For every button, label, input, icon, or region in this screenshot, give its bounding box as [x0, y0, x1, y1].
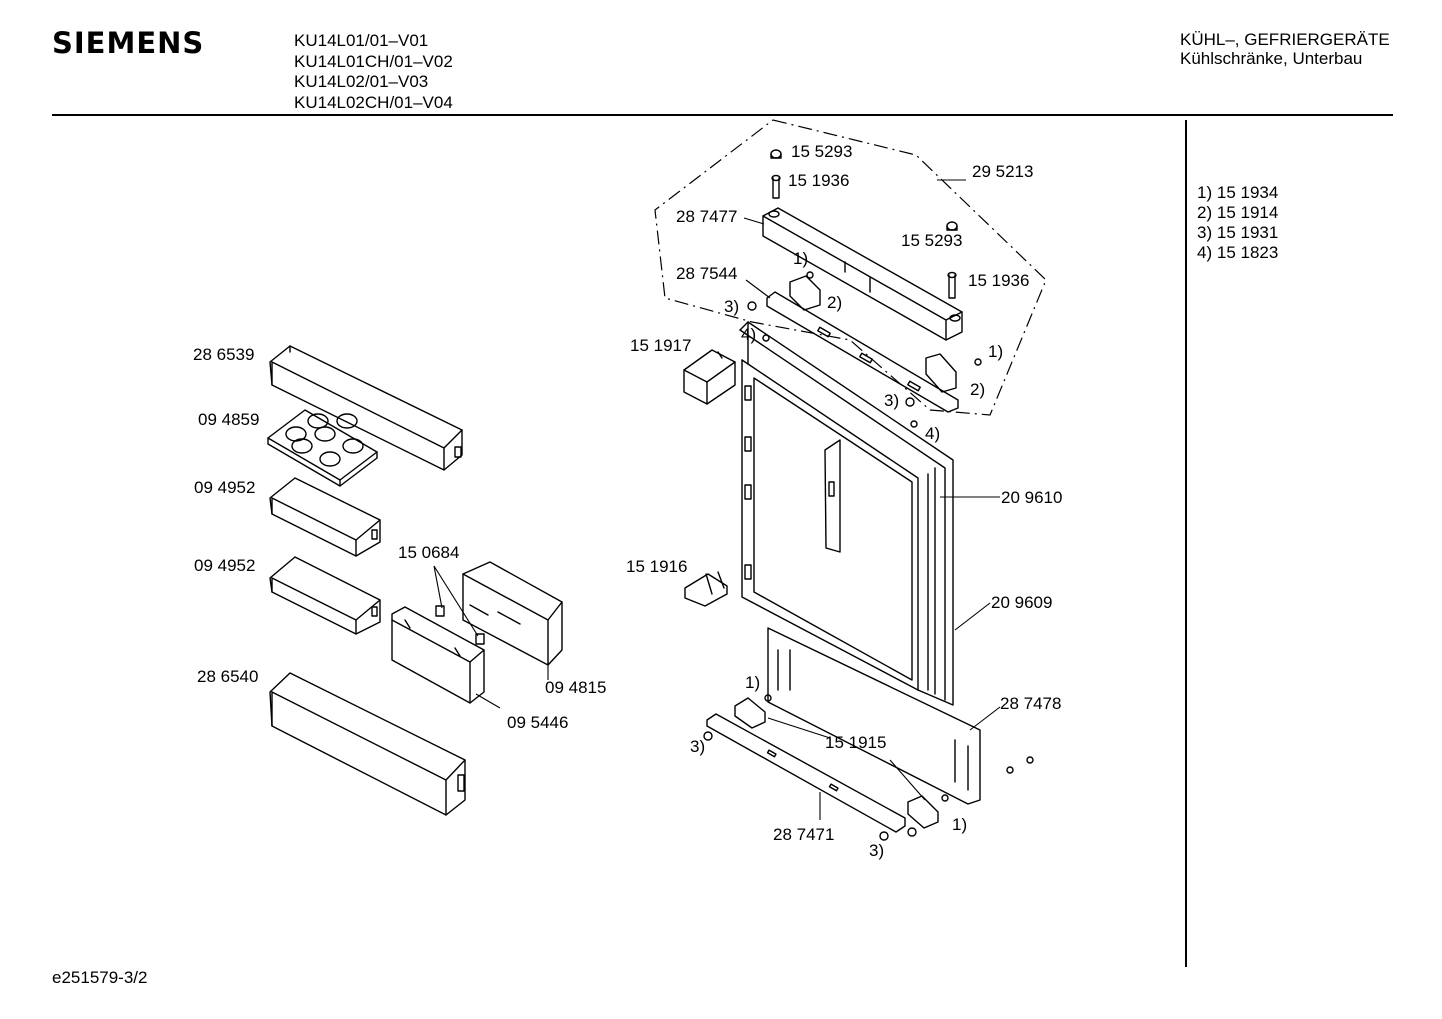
callout-094952-upper: 09 4952: [194, 478, 255, 497]
footnote-ref-3-bottom-right: 3): [869, 841, 884, 860]
header-divider: [52, 114, 1393, 116]
bracket-151917-drawing: [683, 349, 736, 405]
footnote-item: 3) 15 1931: [1197, 223, 1279, 242]
footnote-ref-4-top: 4): [741, 325, 756, 344]
panel-287478-drawing: [767, 627, 981, 805]
model-item: KU14L02/01–V03: [294, 72, 429, 91]
assembly-outline: [654, 119, 1047, 416]
bracket-151916-drawing: [684, 571, 728, 607]
callout-095446: 09 5446: [507, 713, 568, 732]
callout-151916: 15 1916: [626, 557, 687, 576]
callout-287471: 28 7471: [773, 825, 834, 844]
callout-094859: 09 4859: [198, 410, 259, 429]
rail-287477-drawing: [762, 207, 963, 341]
footnote-ref-2-right: 2): [970, 380, 985, 399]
category-line-2: Kühlschränke, Unterbau: [1180, 49, 1363, 68]
footnote-legend: 1) 15 1934 2) 15 1914 3) 15 1931 4) 15 1…: [1197, 183, 1278, 263]
callout-287478: 28 7478: [1000, 694, 1061, 713]
egg-tray-drawing: [267, 409, 378, 487]
shelf-094952-lower-drawing: [269, 556, 381, 635]
document-id: e251579-3/2: [52, 968, 148, 987]
shelf-286540-drawing: [269, 672, 466, 816]
callout-151915: 15 1915: [825, 733, 886, 752]
footnote-item: 1) 15 1934: [1197, 183, 1279, 202]
shelf-094952-upper-drawing: [269, 477, 381, 557]
hinge-151915-drawing: [734, 694, 1034, 837]
callout-286540: 28 6540: [197, 667, 258, 686]
model-item: KU14L01CH/01–V02: [294, 51, 453, 71]
box-094815-drawing: [462, 561, 563, 666]
callout-286539: 28 6539: [193, 345, 254, 364]
callout-155293-upper: 15 5293: [791, 142, 852, 161]
model-item: KU14L01/01–V01: [294, 31, 429, 50]
category-heading: KÜHL–, GEFRIERGERÄTE Kühlschränke, Unter…: [1180, 30, 1390, 68]
callout-094815: 09 4815: [545, 678, 606, 697]
footnote-ref-2-top: 2): [827, 293, 842, 312]
callout-295213: 29 5213: [972, 162, 1033, 181]
model-list: KU14L01/01–V01 KU14L01CH/01–V02 KU14L02/…: [294, 31, 453, 113]
footnote-item: 4) 15 1823: [1197, 243, 1279, 262]
callout-209609: 20 9609: [991, 593, 1052, 612]
footnote-ref-1-right: 1): [988, 342, 1003, 361]
category-line-1: KÜHL–, GEFRIERGERÄTE: [1180, 30, 1390, 49]
callout-287544: 28 7544: [676, 264, 737, 283]
top-fasteners-drawing: [747, 149, 982, 428]
footnote-ref-4-right: 4): [925, 424, 940, 443]
callout-150684: 15 0684: [398, 543, 459, 562]
rail-287471-drawing: [703, 713, 906, 841]
footnote-ref-1-bottom-left: 1): [745, 673, 760, 692]
callout-151936-upper: 15 1936: [788, 171, 849, 190]
brand-logo: SIEMENS: [52, 26, 205, 60]
shelf-286539-drawing: [269, 345, 463, 471]
footnote-ref-3-bottom-left: 3): [690, 737, 705, 756]
footnote-ref-3-right: 3): [884, 391, 899, 410]
legend-divider: [1185, 120, 1187, 967]
model-item: KU14L02CH/01–V04: [294, 92, 453, 112]
callout-209610: 20 9610: [1001, 488, 1062, 507]
callout-151936-lower: 15 1936: [968, 271, 1029, 290]
door-panel-drawing: [739, 321, 954, 706]
callout-155293-lower: 15 5293: [901, 231, 962, 250]
callout-287477: 28 7477: [676, 207, 737, 226]
callout-151917: 15 1917: [630, 336, 691, 355]
footnote-ref-3-top: 3): [724, 297, 739, 316]
leader-lines: [433, 179, 1001, 820]
footnote-ref-1-bottom-right: 1): [952, 815, 967, 834]
callout-094952-lower: 09 4952: [194, 556, 255, 575]
plate-287544-drawing: [766, 275, 959, 413]
callout-labels: 28 6539 09 4859 09 4952 09 4952 28 6540 …: [193, 142, 1062, 860]
footnote-item: 2) 15 1914: [1197, 203, 1279, 222]
holder-095446-drawing: [391, 606, 485, 704]
footnote-ref-1-top: 1): [793, 249, 808, 268]
clips-150684-drawing: [435, 605, 485, 645]
